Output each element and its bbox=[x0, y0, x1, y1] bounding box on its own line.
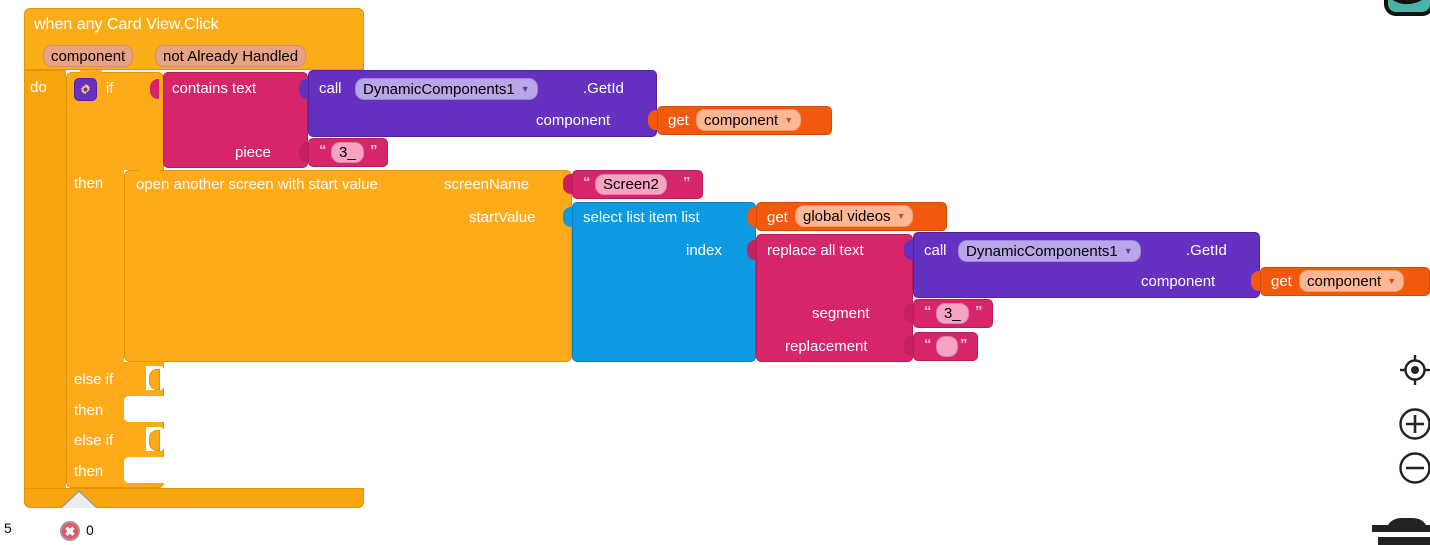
call-getid-2-call-label: call bbox=[924, 242, 947, 259]
center-target-icon[interactable] bbox=[1398, 353, 1430, 387]
get-component-1-get-label: get bbox=[668, 112, 689, 129]
segment-text-value: 3_ bbox=[944, 305, 961, 322]
replace-all-text-block[interactable] bbox=[756, 234, 913, 362]
then-2-slot-cut bbox=[124, 396, 164, 422]
open-screen-title: open another screen with start value bbox=[136, 176, 378, 193]
gear-icon[interactable] bbox=[74, 78, 97, 101]
get-global-videos-dropdown[interactable]: global videos ▼ bbox=[795, 205, 914, 227]
contains-text-piece-socket[interactable] bbox=[299, 142, 308, 162]
call-getid-1-component-name: DynamicComponents1 bbox=[363, 80, 515, 98]
replace-all-text-text-socket[interactable] bbox=[904, 240, 913, 260]
replace-all-text-segment-label: segment bbox=[812, 305, 870, 322]
else-if-1-socket[interactable] bbox=[149, 369, 160, 390]
call-getid-2-component-socket-label: component bbox=[1141, 273, 1216, 290]
piece-open-quote: “ bbox=[319, 142, 327, 159]
segment-close-quote: ” bbox=[975, 303, 983, 320]
chevron-down-icon[interactable]: ▼ bbox=[896, 210, 906, 221]
if-value-socket[interactable] bbox=[150, 79, 159, 99]
error-x-icon[interactable]: ✖ bbox=[60, 521, 80, 541]
if-block-top-notch bbox=[80, 70, 102, 75]
call-getid-2-component-socket[interactable] bbox=[1251, 271, 1260, 291]
open-another-screen-block[interactable] bbox=[124, 170, 572, 362]
contains-text-block[interactable] bbox=[163, 72, 308, 168]
call-getid-1-component-dropdown[interactable]: DynamicComponents1 ▼ bbox=[355, 78, 538, 100]
event-title: when any Card View.Click bbox=[34, 16, 219, 33]
piece-text-field[interactable]: 3_ bbox=[331, 142, 364, 163]
replace-all-text-replacement-label: replacement bbox=[785, 338, 868, 355]
chevron-down-icon[interactable]: ▼ bbox=[784, 114, 794, 125]
call-getid-1-method: .GetId bbox=[583, 80, 624, 97]
select-list-item-block[interactable] bbox=[572, 202, 756, 362]
replace-all-text-title: replace all text bbox=[767, 242, 864, 259]
then-2-label: then bbox=[74, 402, 104, 419]
get-component-2-variable-dropdown[interactable]: component ▼ bbox=[1299, 270, 1405, 292]
segment-open-quote: “ bbox=[924, 303, 932, 320]
if-label: if bbox=[106, 80, 114, 97]
get-component-2-variable-name: component bbox=[1307, 272, 1382, 290]
event-param-not-already-handled[interactable]: not Already Handled bbox=[155, 45, 307, 67]
event-param-not-already-handled-label: not Already Handled bbox=[163, 47, 299, 65]
replacement-close-quote: ” bbox=[960, 336, 968, 353]
event-collapse-triangle[interactable] bbox=[62, 492, 96, 508]
call-getid-1-component-socket[interactable] bbox=[648, 110, 657, 130]
zoom-out-icon[interactable] bbox=[1398, 451, 1430, 485]
replacement-text-field[interactable] bbox=[936, 336, 958, 357]
chevron-down-icon[interactable]: ▼ bbox=[1387, 275, 1397, 286]
select-list-item-title: select list item list bbox=[583, 209, 700, 226]
screen-name-text-field[interactable]: Screen2 bbox=[595, 174, 667, 195]
contains-text-text-socket[interactable] bbox=[299, 79, 308, 99]
call-getid-1-component-socket-label: component bbox=[536, 112, 611, 129]
select-list-item-index-label: index bbox=[686, 242, 722, 259]
screen-name-value: Screen2 bbox=[603, 176, 659, 193]
trashcan-icon[interactable] bbox=[1340, 511, 1430, 545]
then-3-label: then bbox=[74, 463, 104, 480]
replace-all-text-replacement-socket[interactable] bbox=[904, 336, 913, 356]
event-do-label: do bbox=[30, 79, 47, 96]
get-global-videos-get-label: get bbox=[767, 209, 788, 226]
then-3-slot-cut bbox=[124, 457, 164, 483]
open-screen-startvalue-socket[interactable] bbox=[563, 207, 572, 227]
warning-count: 5 bbox=[4, 520, 12, 536]
call-getid-2-component-dropdown[interactable]: DynamicComponents1 ▼ bbox=[958, 240, 1141, 262]
piece-text-value: 3_ bbox=[339, 144, 356, 161]
contains-text-title: contains text bbox=[172, 80, 257, 97]
segment-text-field[interactable]: 3_ bbox=[936, 303, 969, 324]
call-getid-2-component-name: DynamicComponents1 bbox=[966, 242, 1118, 260]
get-component-2-get-label: get bbox=[1271, 273, 1292, 290]
open-screen-screenname-socket[interactable] bbox=[563, 174, 572, 194]
select-list-item-list-socket[interactable] bbox=[747, 207, 756, 227]
else-if-1-label: else if bbox=[74, 371, 114, 388]
chevron-down-icon[interactable]: ▼ bbox=[1123, 245, 1133, 256]
event-param-component-label: component bbox=[51, 47, 126, 65]
event-param-component[interactable]: component bbox=[43, 45, 134, 67]
backpack-icon[interactable] bbox=[1334, 0, 1430, 22]
select-list-item-index-socket[interactable] bbox=[747, 240, 756, 260]
get-global-videos-variable-name: global videos bbox=[803, 207, 891, 225]
screen-name-close-quote: ” bbox=[683, 174, 691, 191]
event-block-footer bbox=[24, 488, 364, 508]
zoom-in-icon[interactable] bbox=[1398, 407, 1430, 441]
screen-name-open-quote: “ bbox=[583, 174, 591, 191]
open-screen-top-notch bbox=[138, 168, 160, 173]
call-getid-2-method: .GetId bbox=[1186, 242, 1227, 259]
replacement-open-quote: “ bbox=[924, 336, 932, 353]
get-component-1-variable-name: component bbox=[704, 111, 779, 129]
replace-all-text-segment-socket[interactable] bbox=[904, 303, 913, 323]
else-if-2-socket[interactable] bbox=[149, 430, 160, 451]
call-getid-1-call-label: call bbox=[319, 80, 342, 97]
chevron-down-icon[interactable]: ▼ bbox=[520, 83, 530, 94]
then-label: then bbox=[74, 175, 104, 192]
contains-text-piece-label: piece bbox=[235, 144, 271, 161]
piece-close-quote: ” bbox=[370, 142, 378, 159]
open-screen-startvalue-label: startValue bbox=[469, 209, 536, 226]
get-component-1-variable-dropdown[interactable]: component ▼ bbox=[696, 109, 802, 131]
error-count: 0 bbox=[86, 522, 94, 538]
else-if-2-label: else if bbox=[74, 432, 114, 449]
open-screen-screenname-label: screenName bbox=[444, 176, 530, 193]
